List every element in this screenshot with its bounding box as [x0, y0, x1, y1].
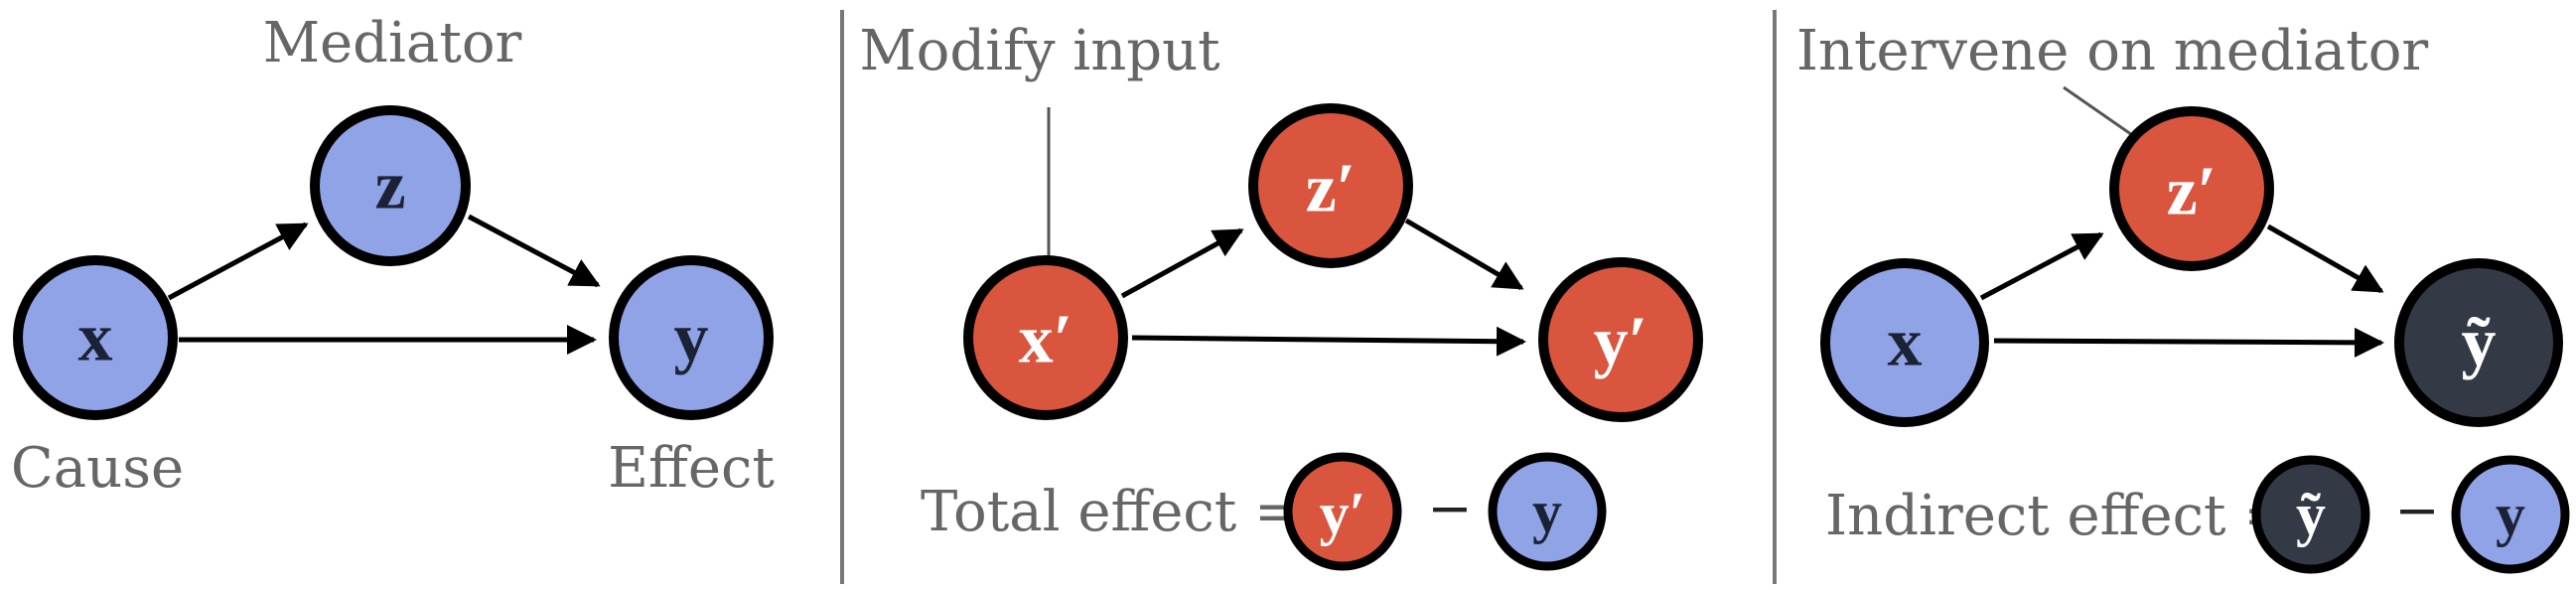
node-z-prime-label: z′ [2167, 154, 2218, 230]
formula-term-y-label: y [2496, 482, 2525, 547]
node-x-prime: x′ [963, 255, 1128, 420]
node-y-tilde-label: ỹ [2462, 305, 2497, 381]
node-z: z [310, 105, 471, 266]
node-x-prime-label: x′ [1019, 302, 1073, 378]
node-z-prime: z′ [1248, 103, 1413, 268]
intervene-mediator-pointer [2063, 85, 2139, 141]
formula-term-y-tilde: ỹ [2251, 455, 2370, 574]
panel-total-effect: Modify input z′ x′ y′ Total effect = y′ … [859, 19, 1703, 571]
formula-term-y-tilde-label: ỹ [2296, 482, 2326, 547]
edge-z-to-y [2266, 223, 2384, 294]
panel-indirect-effect: Intervene on mediator z′ x ỹ Indirect ef… [1796, 19, 2570, 574]
formula-term-y-label: y [1532, 479, 1562, 544]
formula-term-y: y [1488, 452, 1607, 571]
node-z-label: z [374, 148, 405, 224]
edge-z-to-y [467, 214, 601, 288]
node-y: y [609, 255, 774, 420]
node-z-prime: z′ [2109, 106, 2274, 271]
formula-minus: − [2394, 479, 2439, 541]
formula-term-y-prime-label: y′ [1320, 481, 1366, 546]
edge-x-to-z [167, 221, 309, 301]
cause-label: Cause [11, 436, 184, 501]
node-y-prime-label: y′ [1594, 304, 1648, 380]
edge-x-to-y [1993, 327, 2384, 358]
node-y-prime: y′ [1538, 257, 1703, 422]
mediator-label: Mediator [263, 11, 522, 75]
edge-z-to-y [1404, 218, 1524, 291]
formula-term-y-prime: y′ [1283, 452, 1402, 571]
intervene-mediator-label: Intervene on mediator [1796, 19, 2429, 83]
edge-x-to-y [1131, 326, 1526, 357]
total-effect-label: Total effect = [921, 480, 1301, 544]
modify-input-label: Modify input [859, 19, 1220, 83]
node-y-label: y [674, 300, 709, 376]
edge-x-to-z [1120, 227, 1244, 299]
node-y-tilde: ỹ [2394, 258, 2563, 427]
node-x-label: x [1888, 305, 1923, 381]
formula-term-y: y [2451, 455, 2570, 574]
indirect-effect-label: Indirect effect = [1825, 484, 2290, 548]
panel-causal-graph: Mediator z x y Cause Effect [11, 11, 775, 501]
edge-x-to-z [1979, 231, 2104, 301]
node-x: x [1820, 258, 1989, 427]
node-x-label: x [78, 300, 113, 376]
effect-label: Effect [608, 436, 775, 501]
node-z-prime-label: z′ [1306, 151, 1357, 227]
node-x: x [13, 255, 178, 420]
formula-minus: − [1427, 477, 1472, 539]
